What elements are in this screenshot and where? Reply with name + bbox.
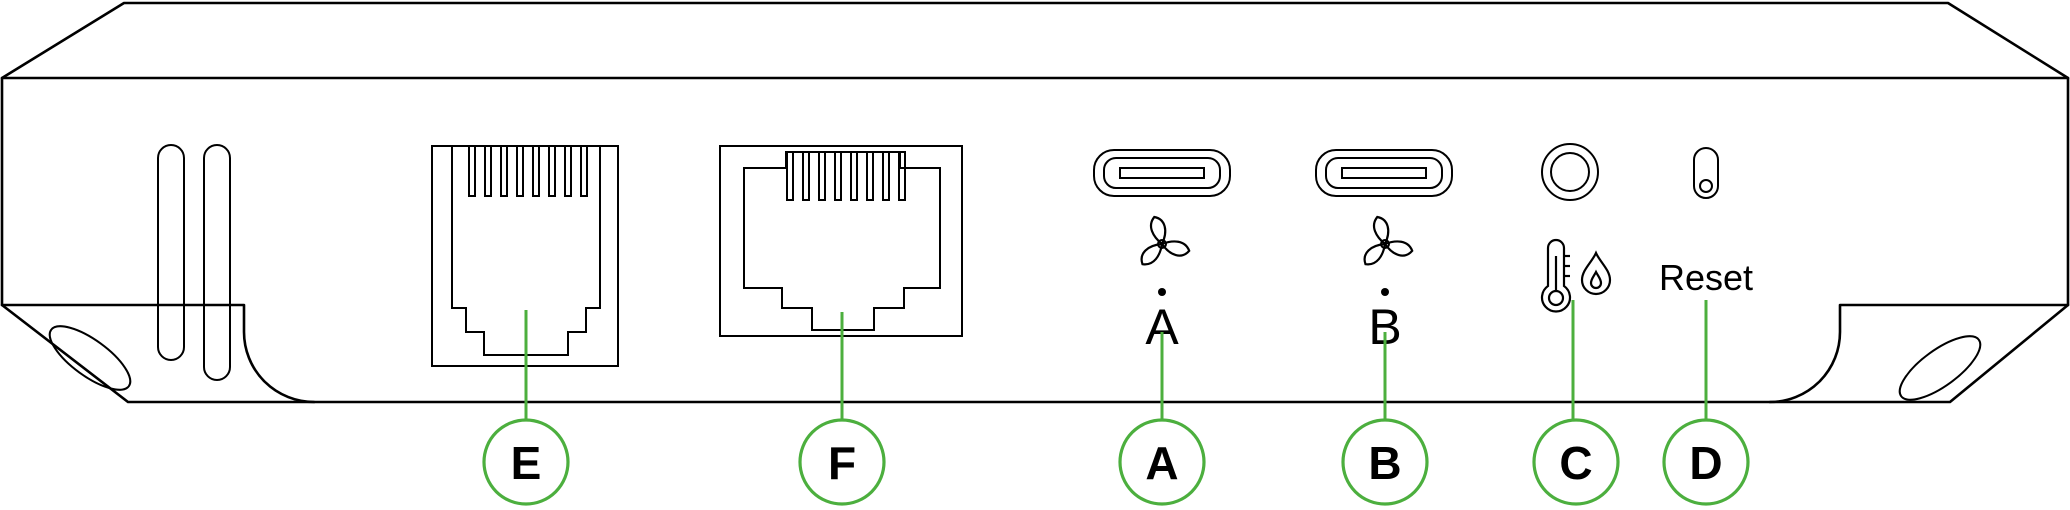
callout-b: B bbox=[1341, 418, 1429, 506]
callout-b-letter: B bbox=[1368, 437, 1401, 489]
callout-c: C bbox=[1532, 418, 1620, 506]
port-b-indicator-dot bbox=[1381, 288, 1389, 296]
port-f-rj45 bbox=[719, 145, 963, 337]
callout-e-letter: E bbox=[511, 437, 542, 489]
water-drop-icon bbox=[1580, 250, 1612, 296]
callout-a: A bbox=[1118, 418, 1206, 506]
callout-f-letter: F bbox=[828, 437, 856, 489]
callout-c-letter: C bbox=[1559, 437, 1592, 489]
callout-e: E bbox=[482, 418, 570, 506]
callout-f: F bbox=[798, 418, 886, 506]
reset-button bbox=[1693, 147, 1719, 199]
callout-a-letter: A bbox=[1145, 437, 1178, 489]
usb-c-port-a bbox=[1093, 149, 1231, 197]
leader-lines bbox=[524, 300, 1708, 422]
thermometer-icon bbox=[1540, 238, 1572, 313]
reset-label: Reset bbox=[1659, 257, 1753, 298]
callout-d-letter: D bbox=[1689, 437, 1722, 489]
sensor-jack bbox=[1541, 143, 1599, 201]
fan-icon bbox=[1140, 215, 1191, 266]
callout-d: D bbox=[1662, 418, 1750, 506]
left-foot bbox=[48, 325, 132, 391]
device-body bbox=[0, 1, 2070, 404]
right-foot bbox=[1898, 335, 1982, 401]
port-a-indicator-dot bbox=[1158, 288, 1166, 296]
fan-icon bbox=[1363, 215, 1414, 266]
vent-slots bbox=[157, 144, 231, 381]
usb-c-port-b bbox=[1315, 149, 1453, 197]
